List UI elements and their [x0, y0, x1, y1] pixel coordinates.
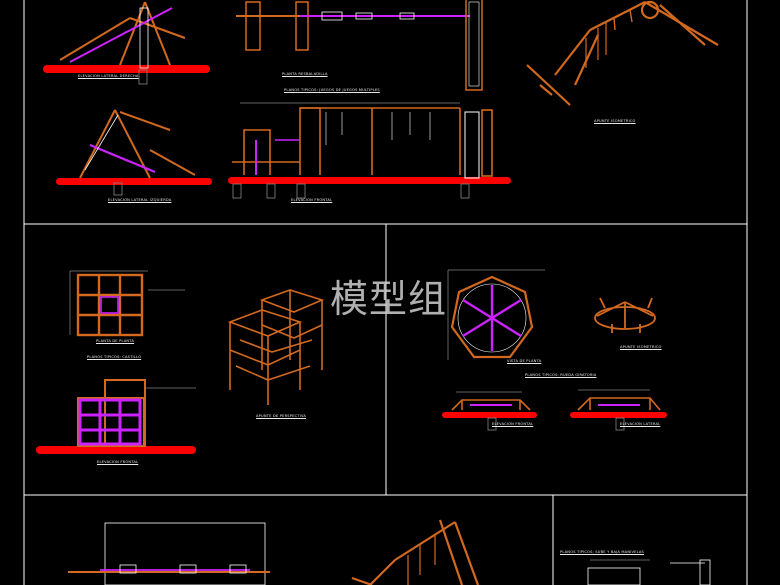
seesaw-detail [587, 559, 711, 585]
label-apunte-isometrico-rueda: APUNTE ISOMETRICO [620, 345, 662, 349]
merry-go-round-side-elevation [570, 389, 667, 431]
merry-go-round-plan [447, 269, 545, 360]
castle-plan [69, 270, 185, 337]
swing-isometric-bottom [351, 519, 480, 585]
slide-elevation-left [56, 109, 212, 196]
multi-play-front-elevation [228, 102, 511, 199]
label-planta-resbaladilla: PLANTA RESBALADILLA [282, 72, 328, 76]
slide-plan [236, 0, 483, 91]
label-planos-sube-baja: PLANOS TIPICOS: SUBE Y BAJA MANIVELAS [560, 550, 645, 554]
label-elevacion-lateral-rueda: ELEVACION LATERAL [620, 422, 661, 426]
castle-perspective [227, 289, 325, 405]
watermark-text: 模型组 [330, 277, 448, 321]
label-apunte-perspectiva: APUNTE DE PERSPECTIVA [256, 414, 307, 418]
slide-elevation-right [43, 1, 210, 85]
label-elev-lateral-izquierda: ELEVACION LATERAL IZQUIERDA [108, 198, 172, 202]
label-vista-planta-rueda: VISTA DE PLANTA [507, 359, 542, 363]
swing-isometric-top [526, 0, 719, 106]
seesaw-elevation [68, 522, 270, 585]
label-planos-castillo: PLANOS TIPICOS: CASTILLO [87, 355, 142, 359]
castle-front-elevation [36, 379, 196, 454]
label-planta-planta: PLANTA DE PLANTA [96, 339, 135, 343]
label-apunte-isometrico-top: APUNTE ISOMETRICO [594, 119, 636, 123]
label-elev-lateral-derecha: ELEVACION LATERAL DERECHA [78, 74, 139, 78]
label-elevacion-frontal-castillo: ELEVACION FRONTAL [97, 460, 139, 464]
label-elevacion-frontal-top: ELEVACION FRONTAL [291, 198, 333, 202]
label-elevacion-frontal-rueda: ELEVACION FRONTAL [492, 422, 534, 426]
sheet-frame [23, 0, 748, 585]
merry-go-round-isometric [594, 297, 656, 333]
label-planos-juegos-multiples: PLANOS TIPICOS: JUEGOS DE JUEGOS MULTIPL… [284, 88, 380, 92]
label-planos-rueda: PLANOS TIPICOS: RUEDA GIRATORIA [525, 373, 597, 377]
merry-go-round-front-elevation [442, 391, 537, 431]
